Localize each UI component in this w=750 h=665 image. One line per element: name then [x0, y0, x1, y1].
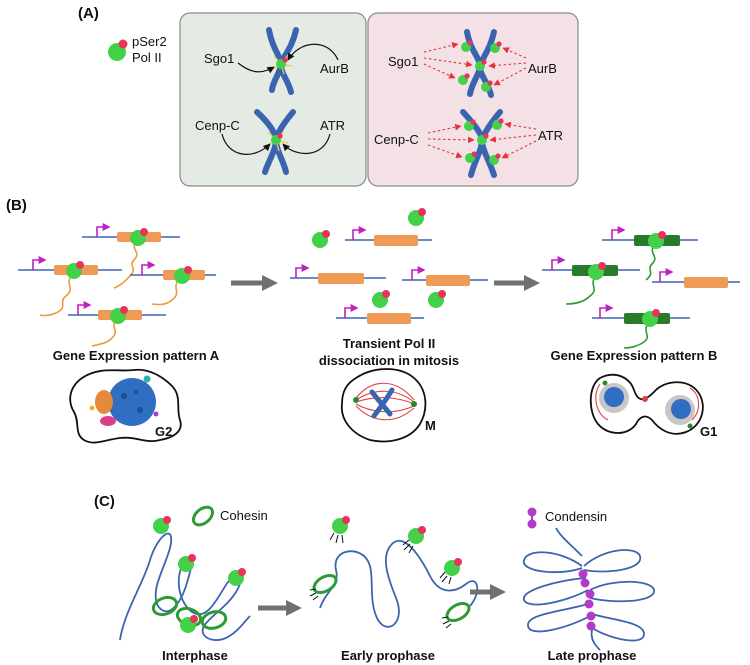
released-pol2 [332, 516, 350, 534]
released-pol2 [444, 558, 462, 576]
gene-m-1 [345, 230, 432, 246]
gene-a-2 [18, 260, 122, 317]
a-right-sgo1-label: Sgo1 [388, 54, 418, 69]
gene-b-3 [652, 272, 740, 288]
interphase-chromatin [119, 516, 251, 641]
panel-b-letter: (B) [6, 197, 27, 214]
dissociated-pol2 [372, 290, 390, 308]
panel-c-letter: (C) [94, 493, 115, 510]
released-pol2 [408, 526, 426, 544]
arrow-to-g1-head [524, 275, 540, 291]
a-right-cenpc-label: Cenp-C [374, 132, 419, 147]
cohesin-legend-icon [191, 505, 215, 527]
gene-a-1 [82, 227, 180, 289]
gene-b-4 [592, 308, 690, 349]
arrow-aurb-to-pol2 [287, 43, 339, 61]
gene-b-1 [602, 230, 698, 281]
a-right-aurb-label: AurB [528, 61, 557, 76]
interphase-pol2 [153, 516, 171, 534]
g1-cells: G1 [589, 373, 717, 439]
condensin-axis [578, 569, 596, 631]
gene-m-2 [290, 268, 386, 284]
caption-mitosis-line1: Transient Pol II [343, 336, 435, 351]
phase-label-m: M [425, 418, 436, 433]
stage-label-interphase: Interphase [162, 648, 228, 663]
condensin-legend [527, 507, 537, 529]
arrow-sgo1-to-pol2 [237, 62, 275, 74]
a-left-sgo1-label: Sgo1 [204, 51, 234, 66]
m-cell: M [340, 368, 436, 443]
pser2-legend-icon [118, 39, 128, 49]
stage-label-early-prophase: Early prophase [341, 648, 435, 663]
condensin-label: Condensin [545, 509, 607, 524]
phase-label-g1: G1 [700, 424, 717, 439]
caption-mitosis-line2: dissociation in mitosis [319, 353, 459, 368]
g2-cell: G2 [69, 368, 182, 444]
gene-m-4 [336, 308, 424, 324]
gene-m-3 [402, 270, 488, 286]
gene-mitosis [290, 208, 488, 324]
a-right-atr-label: ATR [538, 128, 563, 143]
gene-b-2 [542, 260, 640, 305]
dissociated-pol2 [428, 290, 446, 308]
dashed-arrows-sgo1 [423, 42, 473, 79]
arrow-cenpc-to-pol2 [221, 133, 271, 155]
dissociated-pol2 [408, 208, 426, 226]
legend-label-pser2: pSer2 [132, 34, 167, 49]
arrow-to-late-prophase-head [490, 584, 506, 600]
late-prophase-chromatin [523, 527, 655, 651]
panel-a-left-box: Sgo1 AurB Cenp-C ATR [179, 12, 367, 187]
phase-label-g2: G2 [155, 424, 172, 439]
arrow-to-mitosis-head [262, 275, 278, 291]
gene-a-3 [130, 265, 216, 306]
panel-a-right-box: Sgo1 AurB Cenp-C ATR [367, 12, 579, 187]
release-marks [309, 532, 452, 629]
caption-pattern-b: Gene Expression pattern B [551, 348, 718, 363]
interphase-pol2 [228, 568, 246, 586]
arrow-atr-to-pol2 [282, 133, 331, 155]
early-prophase-chromatin [309, 516, 479, 629]
gene-pattern-a [18, 227, 216, 347]
panel-a-letter: (A) [78, 5, 99, 22]
cohesin-label: Cohesin [220, 508, 268, 523]
a-left-atr-label: ATR [320, 118, 345, 133]
dashed-arrows-aurb [488, 47, 527, 86]
dashed-arrows-atr [489, 121, 537, 159]
gene-pattern-b [542, 230, 740, 349]
interphase-pol2 [178, 554, 196, 572]
caption-pattern-a: Gene Expression pattern A [53, 348, 220, 363]
pol2-legend: pSer2 Pol II [108, 34, 167, 65]
dissociated-pol2 [312, 230, 330, 248]
a-left-aurb-label: AurB [320, 61, 349, 76]
interphase-pol2 [180, 615, 198, 633]
arrow-to-early-prophase-head [286, 600, 302, 616]
a-left-cenpc-label: Cenp-C [195, 118, 240, 133]
stage-label-late-prophase: Late prophase [548, 648, 637, 663]
gene-a-4 [68, 305, 166, 347]
legend-label-pol2: Pol II [132, 50, 162, 65]
dashed-arrows-cenpc [427, 124, 475, 159]
